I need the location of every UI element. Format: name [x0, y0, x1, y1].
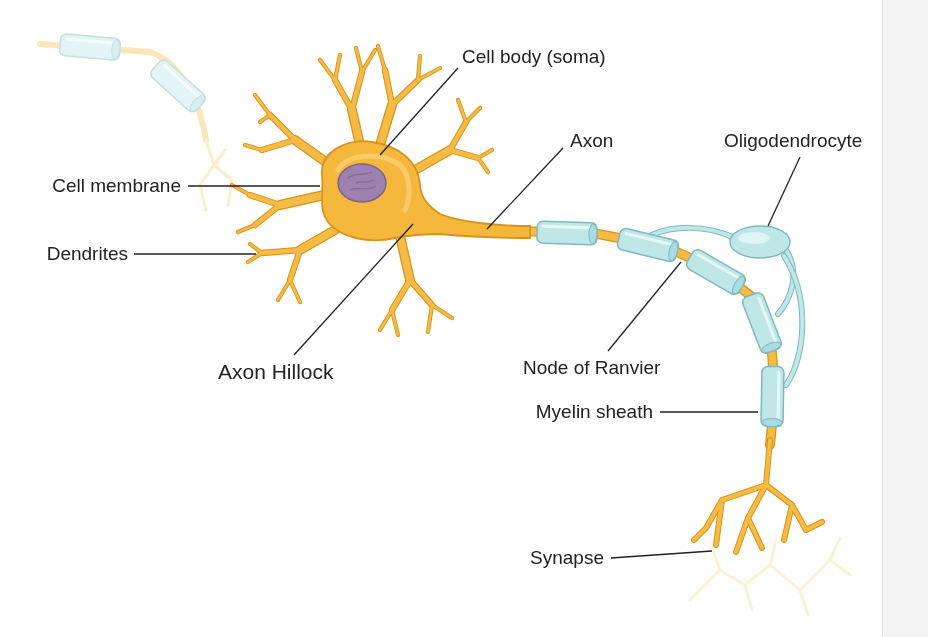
- oligodendrocyte-highlight: [738, 232, 770, 244]
- part-label: Cell membrane: [52, 175, 181, 197]
- part-label: Oligodendrocyte: [724, 130, 862, 152]
- axon: [520, 231, 773, 445]
- faded-target-dendrites: [690, 538, 850, 615]
- nucleus-texture: [348, 172, 376, 190]
- part-label: Myelin sheath: [536, 401, 653, 423]
- cell-body: [322, 141, 530, 240]
- oligodendrocyte-body: [730, 226, 790, 258]
- part-label: Dendrites: [47, 243, 128, 265]
- dendrites: [232, 46, 492, 335]
- part-label: Cell body (soma): [462, 46, 606, 68]
- leader-lines: [134, 68, 800, 558]
- soma-highlight: [338, 156, 409, 210]
- side-band: [882, 0, 928, 637]
- part-label: Node of Ranvier: [523, 357, 660, 379]
- faded-neighbour-axon: [40, 33, 232, 210]
- nucleus: [338, 164, 386, 202]
- part-label: Synapse: [530, 547, 604, 569]
- axon-terminal: [694, 440, 822, 552]
- part-label: Axon Hillock: [218, 361, 334, 383]
- part-label: Axon: [570, 130, 613, 152]
- side-band-edge: [882, 0, 883, 637]
